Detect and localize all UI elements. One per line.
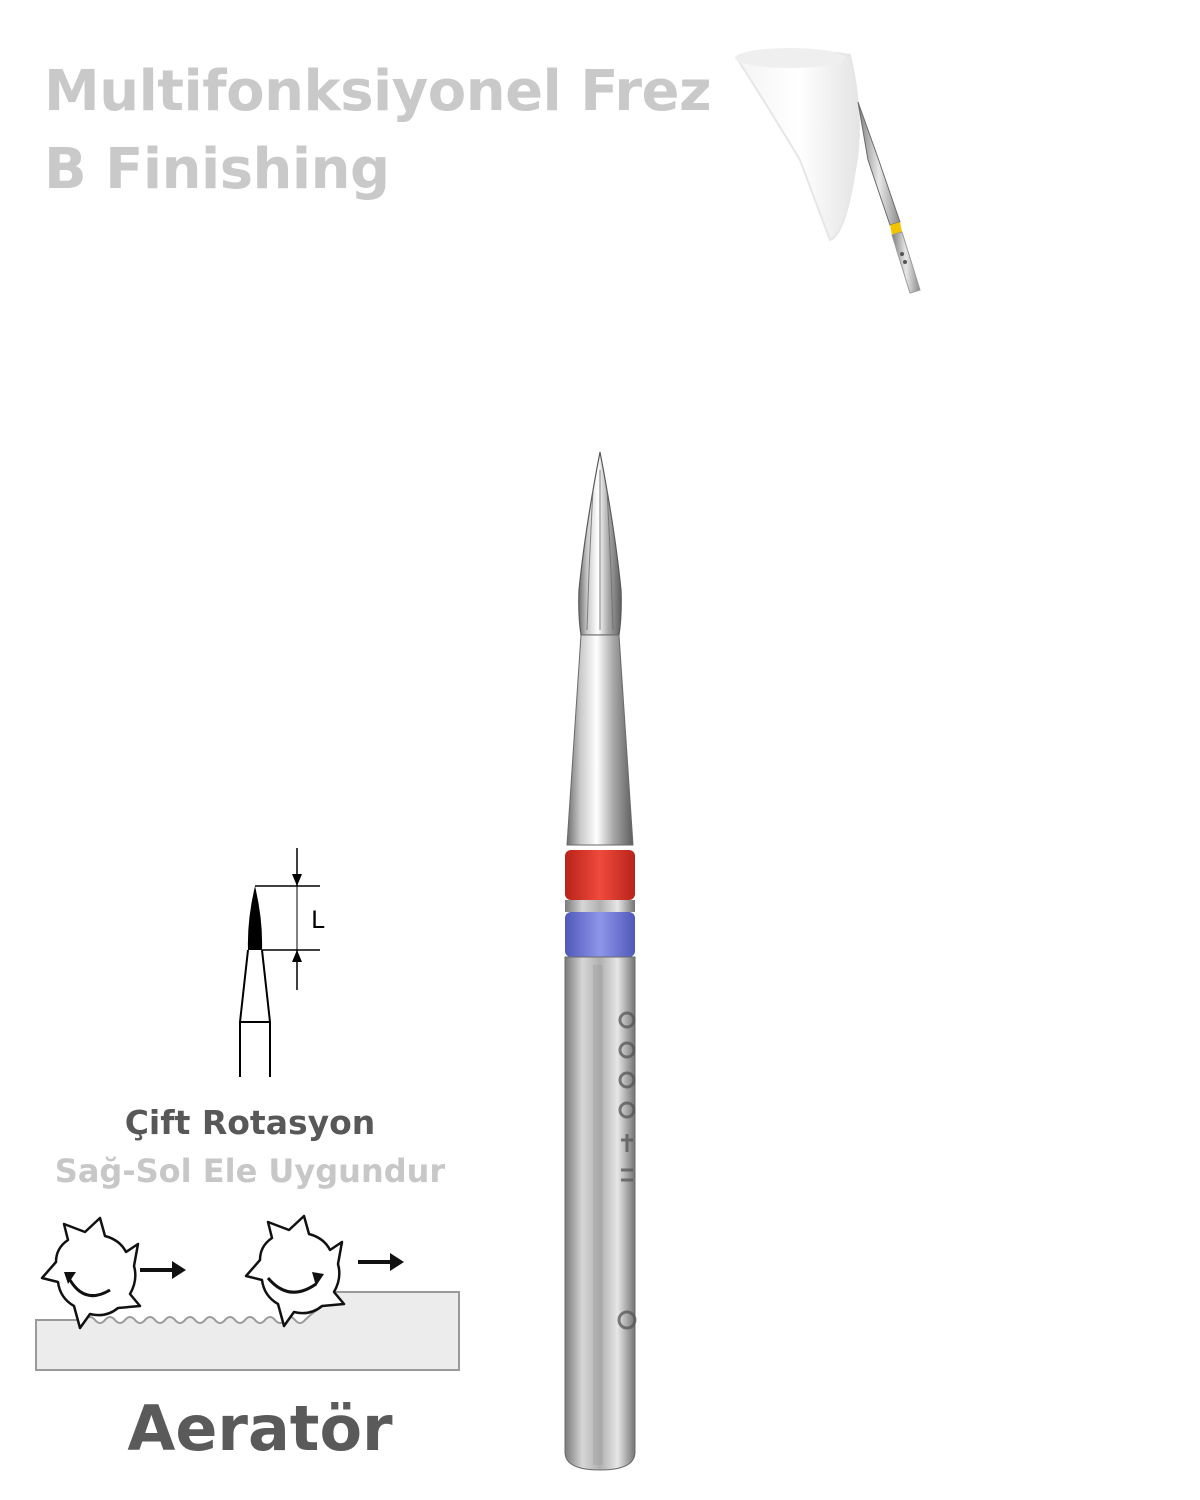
arrow-right-icon [140, 1261, 186, 1279]
dimension-label: L [311, 906, 325, 934]
cutter-rotation-icon [244, 1214, 346, 1328]
rotation-title: Çift Rotasyon [124, 1103, 376, 1142]
tooth-illustration-icon [735, 48, 921, 294]
rotation-subtitle: Sağ-Sol Ele Uygundur [54, 1152, 446, 1190]
bur-dimension-diagram-icon: L [239, 848, 325, 1077]
arrow-right-icon [358, 1253, 404, 1271]
bur-product-image-icon [564, 451, 637, 1471]
product-title: Multifonksiyonel Frez [44, 59, 712, 124]
product-subtitle: B Finishing [44, 137, 390, 202]
cutting-diagram [35, 1214, 460, 1371]
mini-bur-icon [857, 101, 921, 294]
cutter-rotation-icon [40, 1216, 142, 1330]
machine-type-label: Aeratör [127, 1392, 393, 1465]
